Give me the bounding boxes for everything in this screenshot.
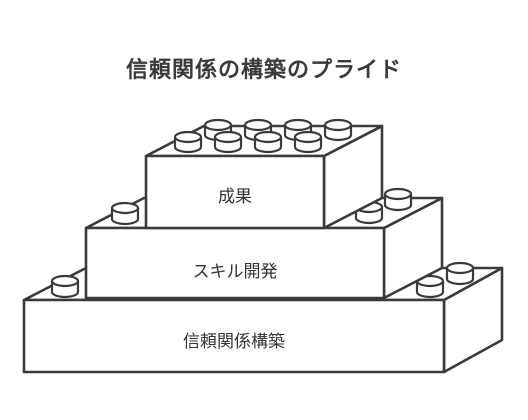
brick-middle-stud: [110, 201, 140, 226]
block-label-top: 成果: [218, 187, 252, 207]
brick-top-stud: [213, 130, 243, 154]
brick-bottom-stud: [50, 274, 80, 299]
brick-bottom-stud: [445, 261, 475, 286]
brick-middle-stud: [383, 187, 413, 212]
brick-top-stud: [253, 130, 283, 154]
diagram-title: 信頼関係の構築のプライド: [125, 58, 402, 83]
block-label-middle: スキル開発: [192, 262, 278, 282]
brick-top-stud: [173, 130, 203, 154]
brick-top: [144, 118, 384, 230]
block-label-bottom: 信頼関係構築: [183, 332, 285, 352]
brick-top-stud: [293, 130, 323, 154]
brick-top-stud: [323, 118, 353, 142]
